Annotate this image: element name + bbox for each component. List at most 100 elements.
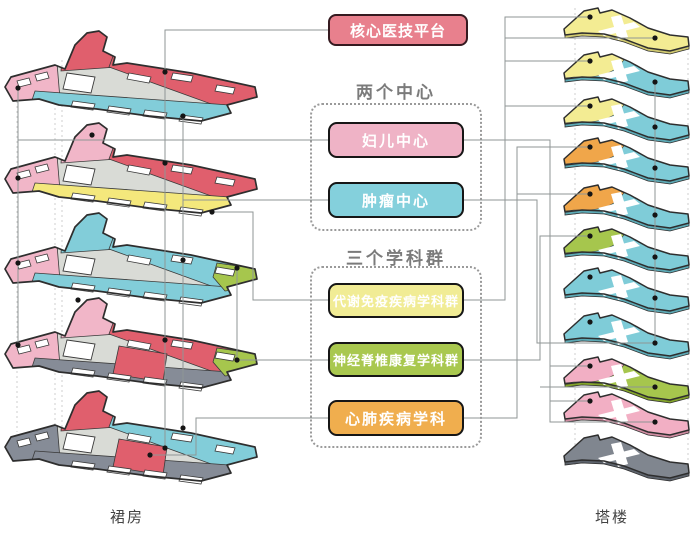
connector-dot	[15, 175, 21, 181]
core-cross	[611, 145, 628, 170]
core-medical-platform-box: 核心医技平台	[328, 14, 468, 46]
connector-dot	[587, 319, 593, 325]
cardio-left-line	[150, 417, 328, 456]
connector-dot	[75, 297, 81, 303]
connector-dot	[209, 209, 215, 215]
plate-outline	[4, 122, 258, 214]
plate-outline	[563, 51, 690, 96]
connector-dots	[15, 14, 658, 458]
tower-plate-7	[563, 267, 690, 315]
connector-dot	[15, 85, 21, 91]
skylight-slot	[126, 254, 152, 266]
connector-dot	[234, 265, 240, 271]
plate-outline	[563, 356, 690, 401]
podium-label: 裙房	[109, 509, 144, 526]
connector-dot	[15, 260, 21, 266]
connector-dot	[180, 257, 186, 263]
podium-floor-2	[4, 297, 258, 392]
skylight-slot	[170, 72, 194, 83]
plate-outline	[563, 434, 690, 479]
connector-dot	[587, 144, 593, 150]
tower-plate-6	[563, 226, 690, 274]
connector-dot	[587, 398, 593, 404]
connector-dot	[587, 14, 593, 20]
connector-dot	[652, 165, 658, 171]
core-cross	[611, 320, 628, 345]
plate-outline	[563, 267, 690, 312]
tower-stack	[563, 7, 690, 482]
skylight-slot	[34, 253, 50, 264]
plate-outline	[4, 212, 258, 304]
two-centers-group-box	[310, 103, 482, 231]
connector-dot	[652, 419, 658, 425]
skylight-slot	[214, 444, 236, 455]
tower-plate-1	[563, 7, 690, 55]
metabolic-left-line	[212, 211, 328, 301]
tower-plate-8	[563, 312, 690, 360]
cardio-right-main-line	[463, 146, 590, 419]
skylight-slot	[34, 338, 50, 349]
podium-floor-3	[4, 212, 258, 307]
metabolic-immune-group-pill: 代谢免疫疾病学科群	[328, 283, 464, 318]
courtyard-opening	[62, 72, 96, 94]
skylight-slot	[170, 432, 194, 443]
tower-plate-2	[563, 51, 690, 99]
three-groups-group-box	[310, 266, 482, 448]
tower-plate-11	[563, 434, 690, 482]
oncology-center-pill: 肿瘤中心	[328, 182, 464, 218]
connector-dot	[652, 254, 658, 260]
connector-dot	[180, 425, 186, 431]
tower-plate-3	[563, 96, 690, 144]
core-cross	[611, 399, 628, 424]
core-cross	[611, 442, 628, 467]
skylight-slot	[126, 432, 152, 444]
skylight-slot	[126, 164, 152, 176]
women-children-center-pill: 妇儿中心	[328, 122, 464, 158]
courtyard-opening	[62, 164, 96, 186]
core-cross	[611, 104, 628, 129]
tower-plate-9	[563, 356, 690, 404]
courtyard-opening	[62, 254, 96, 276]
skylight-slot	[214, 176, 236, 187]
core-cross	[611, 364, 628, 389]
connector-dot	[587, 363, 593, 369]
core-cross	[611, 192, 628, 217]
plate-outline	[563, 312, 690, 357]
skylight-slot	[214, 84, 236, 95]
plate-outline	[4, 390, 258, 482]
tower-label: 塔楼	[594, 509, 629, 526]
podium-floor-4	[4, 122, 258, 217]
courtyard-opening	[62, 432, 96, 454]
connector-dot	[234, 357, 240, 363]
zone-arm	[60, 298, 118, 339]
connector-dot	[180, 113, 186, 119]
skylight-slot	[16, 344, 32, 355]
skylight-slot	[16, 77, 32, 88]
skylight-slot	[126, 72, 152, 84]
connector-dot	[147, 452, 153, 458]
skylight-slot	[34, 431, 50, 442]
connector-dot	[652, 340, 658, 346]
skylight-slot	[34, 163, 50, 174]
zone-arm	[60, 213, 118, 254]
skylight-slot	[170, 339, 194, 350]
connector-dot	[652, 295, 658, 301]
connector-dot	[162, 445, 168, 451]
zone-arm	[60, 31, 118, 72]
connector-dot	[587, 58, 593, 64]
plate-outline	[4, 297, 258, 389]
podium-floor-5	[4, 30, 258, 125]
neuro-right-main-line	[463, 235, 590, 361]
plate-outline	[563, 96, 690, 141]
connector-dot	[587, 233, 593, 239]
plate-outline	[4, 30, 258, 122]
skylight-slot	[170, 164, 194, 175]
core-cross	[611, 59, 628, 84]
courtyard-opening	[62, 339, 96, 361]
plate-outline	[563, 391, 690, 436]
zone-arm	[60, 391, 118, 432]
women-children-right-main-line	[463, 139, 655, 423]
plate-outline	[563, 137, 690, 182]
